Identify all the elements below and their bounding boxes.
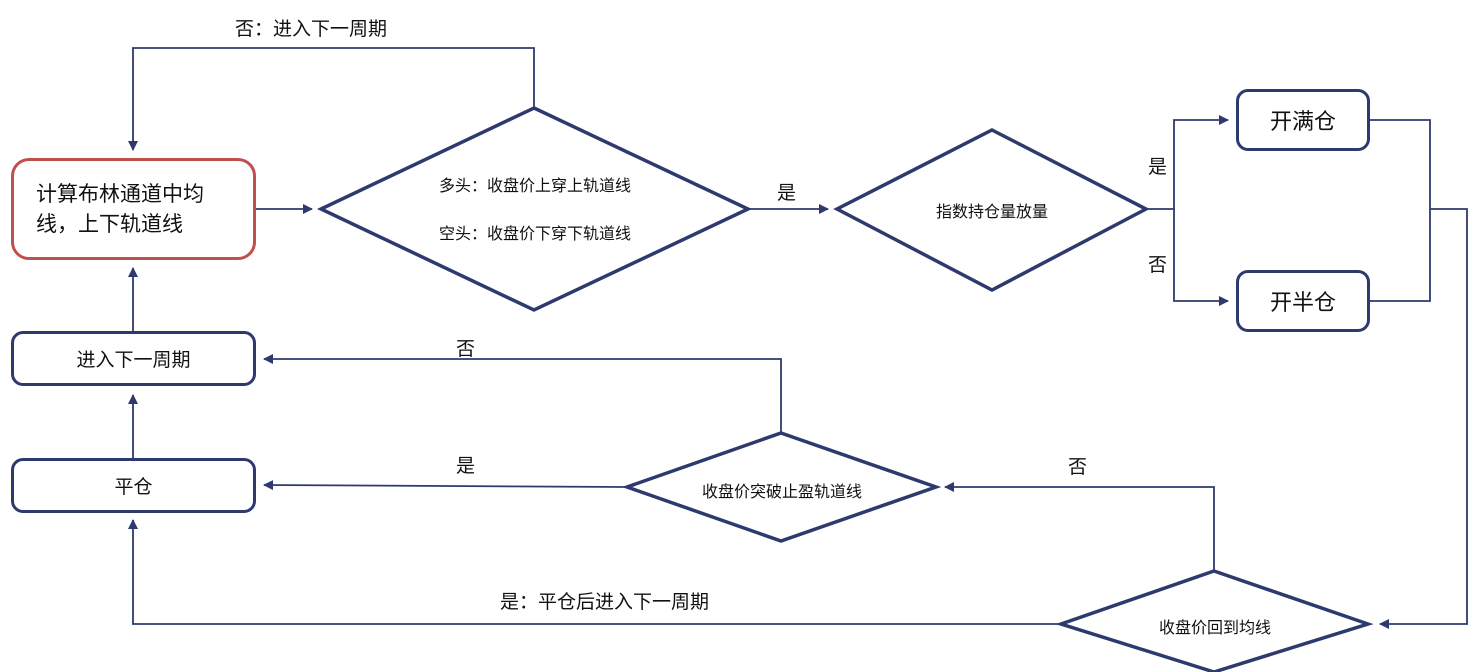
decision-profit-rail-text: 收盘价突破止盈轨道线 [650,476,914,504]
decision-breakout-diamond [316,106,753,312]
decision-return-mid-label: 收盘价回到均线 [1158,618,1271,637]
decision-return-mid-diamond [1055,569,1374,672]
decision-return-mid-text: 收盘价回到均线 [1110,612,1320,640]
label-return-yes: 是：平仓后进入下一周期 [500,591,710,613]
edge-merge-to-return [1379,208,1468,629]
decision-profit-rail-label: 收盘价突破止盈轨道线 [701,482,862,501]
node-close-position-text: 平仓 [114,476,153,498]
node-open-full-text: 开满仓 [1269,110,1336,135]
edge-profit-yes [263,480,627,491]
decision-open-interest-diamond [833,128,1150,292]
label-return-no: 否 [1068,456,1088,478]
edge-return-yes [128,519,1060,625]
node-next-period-text: 进入下一周期 [76,349,191,371]
decision-open-interest-text: 指数持仓量放量 [880,196,1104,224]
label-oi-yes: 是 [1148,156,1168,178]
label-profit-yes: 是 [456,455,476,477]
decision-open-interest-label: 指数持仓量放量 [935,202,1048,221]
edge-top-loop [128,47,535,151]
edge-profit-no [263,354,782,433]
edge-oi-no [1173,209,1229,306]
node-open-half-text: 开半仓 [1269,291,1336,316]
edge-oi-yes [1146,115,1229,210]
label-top-loop: 否：进入下一周期 [235,18,388,40]
node-close-position: 平仓 [11,458,256,513]
node-next-period: 进入下一周期 [11,331,256,386]
label-breakout-yes: 是 [777,182,797,204]
node-open-full: 开满仓 [1236,89,1370,151]
decision-breakout-text: 多头：收盘价上穿上轨道线 空头：收盘价下穿下轨道线 [380,168,690,252]
edge-return-no [944,482,1215,571]
decision-profit-rail-diamond [621,431,942,543]
decision-breakout-line2: 空头：收盘价下穿下轨道线 [438,224,631,243]
label-oi-no: 否 [1148,254,1168,276]
edge-full-out [1370,119,1431,302]
node-open-half: 开半仓 [1236,270,1370,332]
label-profit-no: 否 [456,338,476,360]
decision-breakout-line1: 多头：收盘价上穿上轨道线 [438,176,631,195]
node-calc-bollinger-text: 计算布林通道中均线，上下轨道线 [36,182,204,236]
node-calc-bollinger: 计算布林通道中均线，上下轨道线 [11,158,256,260]
